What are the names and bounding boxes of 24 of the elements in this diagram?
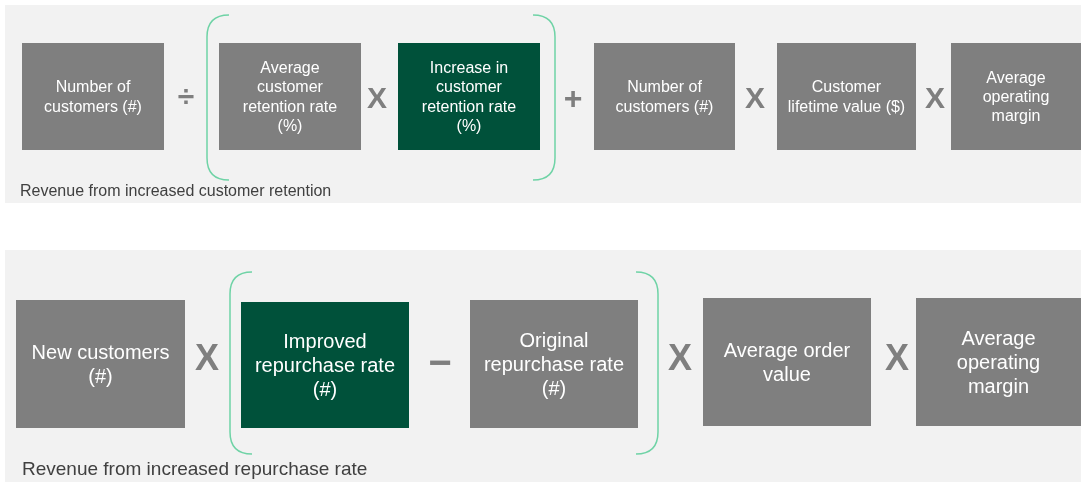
factor-box: Original repurchase rate (#) [470,300,638,428]
formula-panel [5,250,1081,482]
factor-box: Average order value [703,298,871,426]
panel-caption: Revenue from increased customer retention [20,182,332,200]
factor-box: Customer lifetime value ($) [777,43,916,150]
operator-sign: ÷ [177,81,195,111]
operator-sign: + [563,82,583,114]
formula-panel [5,5,1081,203]
operator-sign: X [885,340,909,376]
factor-box: Number of customers (#) [594,43,735,150]
factor-box: Increase in customer retention rate (%) [398,43,540,150]
operator-sign: X [367,83,387,113]
factor-box: Improved repurchase rate (#) [241,302,409,428]
operator-sign: X [925,83,945,113]
factor-box: New customers (#) [16,300,185,428]
factor-box: Average operating margin [951,43,1081,150]
factor-box: Average operating margin [916,298,1081,426]
operator-sign: X [195,340,219,376]
panel-caption: Revenue from increased repurchase rate [22,458,368,480]
operator-sign: X [668,340,692,376]
factor-box: Average customer retention rate (%) [219,43,361,150]
operator-sign: − [428,342,452,382]
operator-sign: X [745,83,765,113]
factor-box: Number of customers (#) [22,43,164,150]
